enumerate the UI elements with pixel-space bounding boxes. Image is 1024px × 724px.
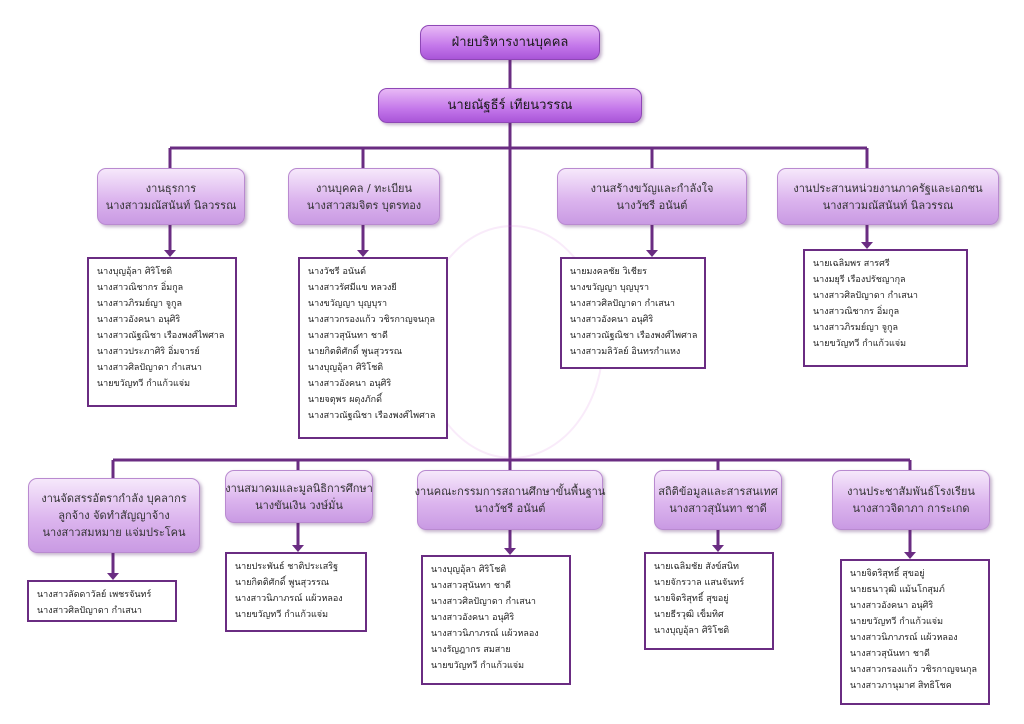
- unit-box-staffing: งานจัดสรรอัตรากำลัง บุคลากร ลูกจ้าง จัดท…: [28, 478, 200, 553]
- member-name: นางสาวสุนันทา ชาดี: [850, 649, 930, 659]
- member-name: นางบุญอุ้ลา ศิริโชติ: [308, 363, 384, 373]
- unit-leader: นางวัชรี อนันต์: [616, 198, 688, 212]
- member-list-public-relations: นายจิตริสุทธิ์ สุขอยู่ นายธนาวุฒิ แม้นโก…: [840, 559, 990, 705]
- member-name: นายขวัญทวี กำแก้วแจ่ม: [813, 339, 907, 349]
- member-name: นางสาวอังคนา อนุศิริ: [850, 601, 934, 611]
- member-name: นางสาวประภาศิริ อิ่มจารย์: [97, 347, 200, 357]
- member-name: นางสาวศิลปัญาดา กำเสนา: [37, 606, 142, 616]
- member-name: นายเฉลิมพร สารศรี: [813, 259, 890, 269]
- unit-title: งานประชาสัมพันธ์โรงเรียน: [847, 485, 975, 498]
- member-name: นางบุญอุ้ลา ศิริโชติ: [654, 626, 730, 636]
- member-name: นายกิตติศักดิ์ พูนสุวรรณ: [308, 347, 403, 357]
- member-name: นายจิตริสุทธิ์ สุขอยู่: [850, 569, 925, 579]
- member-name: นายธนาวุฒิ แม้นโกสุมภ์: [850, 585, 945, 595]
- unit-box-general-admin: งานธุรการ นางสาวมณัสนันท์ นิลวรรณ: [97, 168, 245, 225]
- member-name: นางสาวณัฐณิชา เรืองพงศ์ไพศาล: [308, 411, 436, 421]
- member-name: นางสาวอังคนา อนุศิริ: [308, 379, 392, 389]
- member-name: นางรัญฎากร สมสาย: [431, 645, 511, 655]
- member-name: นางสาวอังคนา อนุศิริ: [570, 315, 654, 325]
- member-name: นายขวัญทวี กำแก้วแจ่ม: [431, 661, 525, 671]
- member-name: นายกิตติศักดิ์ พูนสุวรรณ: [235, 578, 330, 588]
- member-name: นายธีรวุฒิ เข็มทิศ: [654, 610, 724, 620]
- unit-title: งานบุคคล / ทะเบียน: [315, 181, 413, 195]
- member-name: นางสาวสุนันทา ชาดี: [308, 331, 388, 341]
- unit-leader: นางสาวสมหมาย แจ่มประโคน: [42, 526, 186, 539]
- unit-leader: นางสาวสมจิตร บุตรทอง: [306, 198, 422, 212]
- member-name: นางขวัญญา บุญบุรา: [570, 283, 650, 293]
- member-name: นายมงคลชัย วิเชียร: [570, 267, 647, 277]
- member-name: นางสาวลัดดาวัลย์ เพชรจันทร์: [37, 590, 152, 600]
- member-name: นายขวัญทวี กำแก้วแจ่ม: [235, 610, 329, 620]
- unit-box-public-relations: งานประชาสัมพันธ์โรงเรียน นางสาวจิดาภา กา…: [832, 470, 990, 530]
- member-name: นางสาวรัศมีแข หลวงยี: [308, 283, 397, 293]
- member-name: นางสาวศิลปัญาดา กำเสนา: [813, 291, 918, 301]
- member-name: นางสาวอังคนา อนุศิริ: [97, 315, 181, 325]
- member-name: นางสาวณิชากร อิ่มกูล: [97, 283, 184, 293]
- department-head-name: นายณัฐธีร์ เทียนวรรณ: [447, 98, 573, 113]
- unit-leader: นางสาวมณัสนันท์ นิลวรรณ: [105, 198, 237, 212]
- unit-title: งานประสานหน่วยงานภาครัฐและเอกชน: [793, 181, 983, 195]
- member-name: นางบุญอุ้ลา ศิริโชติ: [97, 267, 173, 277]
- member-name: นางสาวภิรมย์ญา จูกูล: [813, 323, 898, 333]
- unit-leader: นางสาวสุนันทา ชาดี: [669, 502, 767, 515]
- member-list-school-committee: นางบุญอุ้ลา ศิริโชติ นางสาวสุนันทา ชาดี …: [421, 555, 571, 685]
- member-name: นางสาวนิภาภรณ์ แผ้วหลอง: [850, 633, 958, 643]
- unit-leader: นางสาวมณัสนันท์ นิลวรรณ: [822, 198, 954, 212]
- member-name: นางสาวภานุมาศ สิทธิโชค: [850, 681, 952, 691]
- unit-box-morale: งานสร้างขวัญและกำลังใจ นางวัชรี อนันต์: [557, 168, 747, 225]
- member-name: นางสาวนิภาภรณ์ แผ้วหลอง: [235, 594, 343, 604]
- unit-title: งานจัดสรรอัตรากำลัง บุคลากร: [41, 492, 187, 505]
- member-name: นางสาวภิรมย์ญา จูกูล: [97, 299, 182, 309]
- member-name: นางสาวศิลปัญาดา กำเสนา: [431, 597, 536, 607]
- unit-title: งานสร้างขวัญและกำลังใจ: [590, 181, 714, 195]
- member-list-statistics: นายเฉลิมชัย สังข์สนิท นายจักรวาล แสนจันท…: [644, 552, 774, 650]
- member-name: นางวัชรี อนันต์: [308, 267, 367, 277]
- unit-subtitle: ลูกจ้าง จัดทำสัญญาจ้าง: [58, 509, 170, 522]
- member-name: นางสาวกรองแก้ว วชิรกาญจนกุล: [308, 315, 436, 325]
- member-name: นายจิตริสุทธิ์ สุขอยู่: [654, 594, 729, 604]
- member-name: นางสาวกรองแก้ว วชิรกาญจนกุล: [850, 665, 978, 675]
- member-list-general-admin: นางบุญอุ้ลา ศิริโชติ นางสาวณิชากร อิ่มกู…: [87, 257, 237, 407]
- member-name: นางสาวณัฐณิชา เรืองพงศ์ไพศาล: [97, 331, 225, 341]
- unit-box-statistics: สถิติข้อมูลและสารสนเทศ นางสาวสุนันทา ชาด…: [654, 470, 782, 530]
- unit-leader: นางขันเงิน วงษ์มั่น: [255, 498, 343, 512]
- unit-leader: นางสาวจิดาภา การะเกด: [852, 502, 970, 515]
- unit-box-associations: งานสมาคมและมูลนิธิการศึกษา นางขันเงิน วง…: [225, 470, 373, 523]
- member-name: นางสาวสุนันทา ชาดี: [431, 581, 511, 591]
- unit-title: งานสมาคมและมูลนิธิการศึกษา: [225, 481, 373, 495]
- member-name: นายจตุพร ผดุงภักดิ์: [308, 395, 382, 405]
- unit-title: งานธุรการ: [145, 181, 197, 195]
- unit-title: สถิติข้อมูลและสารสนเทศ: [658, 485, 778, 498]
- unit-box-school-committee: งานคณะกรรมการสถานศึกษาขั้นพื้นฐาน นางวัช…: [414, 470, 606, 530]
- member-name: นางมยุรี เรืองปรัชญากุล: [813, 275, 906, 285]
- member-name: นางสาวอังคนา อนุศิริ: [431, 613, 515, 623]
- unit-title: งานคณะกรรมการสถานศึกษาขั้นพื้นฐาน: [414, 485, 606, 498]
- unit-box-personnel-registry: งานบุคคล / ทะเบียน นางสาวสมจิตร บุตรทอง: [288, 168, 440, 225]
- member-name: นางสาวนิภาภรณ์ แผ้วหลอง: [431, 629, 539, 639]
- unit-box-agency-coordination: งานประสานหน่วยงานภาครัฐและเอกชน นางสาวมณ…: [777, 168, 999, 225]
- member-name: นายขวัญทวี กำแก้วแจ่ม: [850, 617, 944, 627]
- member-list-associations: นายประพันธ์ ชาติประเสริฐ นายกิตติศักดิ์ …: [225, 552, 367, 632]
- member-name: นายประพันธ์ ชาติประเสริฐ: [235, 562, 339, 572]
- member-name: นางสาวมลิวัลย์ อินทรกำแหง: [570, 347, 681, 357]
- member-name: นางสาวศิลปัญาดา กำเสนา: [570, 299, 675, 309]
- member-name: นางสาวศิลปัญาดา กำเสนา: [97, 363, 202, 373]
- department-title-box: ฝ่ายบริหารงานบุคคล: [420, 25, 600, 60]
- member-name: นางบุญอุ้ลา ศิริโชติ: [431, 565, 507, 575]
- member-name: นายขวัญทวี กำแก้วแจ่ม: [97, 379, 191, 389]
- unit-leader: นางวัชรี อนันต์: [474, 502, 546, 515]
- member-name: นางขวัญญา บุญบุรา: [308, 299, 388, 309]
- member-name: นายจักรวาล แสนจันทร์: [654, 578, 745, 588]
- member-list-morale: นายมงคลชัย วิเชียร นางขวัญญา บุญบุรา นาง…: [560, 257, 706, 369]
- member-list-staffing: นางสาวลัดดาวัลย์ เพชรจันทร์ นางสาวศิลปัญ…: [27, 580, 177, 622]
- member-name: นางสาวณัฐณิชา เรืองพงศ์ไพศาล: [570, 331, 698, 341]
- member-name: นางสาวณิชากร อิ่มกูล: [813, 307, 900, 317]
- department-head-box: นายณัฐธีร์ เทียนวรรณ: [378, 88, 642, 123]
- member-name: นายเฉลิมชัย สังข์สนิท: [654, 562, 739, 572]
- member-list-agency-coordination: นายเฉลิมพร สารศรี นางมยุรี เรืองปรัชญากุ…: [803, 249, 968, 367]
- department-title: ฝ่ายบริหารงานบุคคล: [451, 35, 569, 50]
- member-list-personnel-registry: นางวัชรี อนันต์ นางสาวรัศมีแข หลวงยี นาง…: [298, 257, 448, 439]
